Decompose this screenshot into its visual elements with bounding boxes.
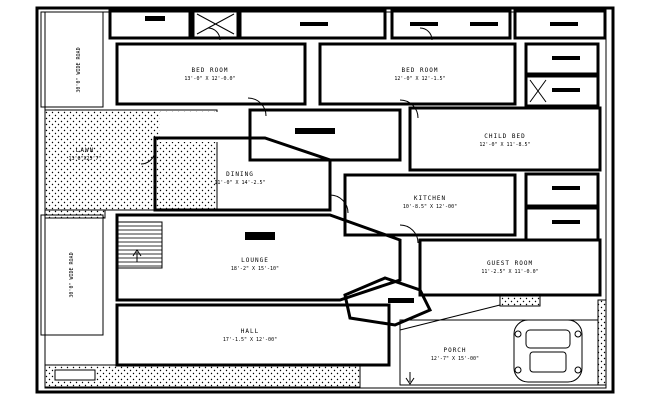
right-margin-strip (597, 299, 607, 386)
fixture-1 (145, 16, 165, 21)
room-lounge (115, 213, 402, 302)
room-child-bed-dims: 12'-0" X 11'-8.5" (479, 142, 530, 148)
room-bed-1 (115, 42, 307, 106)
top-utility-2 (191, 8, 240, 40)
road-label-top: 30'0" WIDE ROAD (76, 47, 82, 92)
room-lounge-label: LOUNGE (241, 257, 269, 264)
room-child-bed-label: CHILD BED (484, 133, 526, 140)
room-guest-dims: 11'-2.5" X 11'-0.0" (481, 269, 538, 275)
lawn-label: LAWN (76, 147, 94, 154)
room-bed-2-dims: 12'-0" X 12'-1.5" (394, 76, 445, 82)
door-swing-4 (399, 224, 419, 244)
fixture-2 (300, 22, 328, 26)
fixture-5 (550, 22, 578, 26)
door-swing-3 (329, 194, 349, 214)
porch-step (499, 295, 541, 307)
room-bed-1-label: BED ROOM (192, 67, 229, 74)
room-guest (418, 238, 602, 297)
central-bath (248, 108, 402, 162)
porch-arrow-icon (405, 372, 415, 385)
staircase (116, 221, 163, 269)
porch-dims: 12'-7" X 15'-00" (431, 356, 479, 362)
bath-1 (524, 42, 600, 76)
road-strip-top (40, 11, 104, 108)
door-swing-2 (399, 99, 419, 119)
gate-block (54, 369, 96, 381)
road-label-bottom: 30'0" WIDE ROAD (69, 252, 75, 297)
lounge-fixture (245, 232, 275, 240)
door-swing-7 (419, 27, 433, 41)
door-swing-1 (247, 97, 267, 117)
lawn-strip (44, 209, 106, 219)
room-dining-label: DINING (226, 171, 254, 178)
porch-area (399, 319, 599, 386)
room-child-bed (408, 106, 602, 172)
room-dining-dims: 11'-0" X 14'-2.5" (214, 180, 265, 186)
top-utility-1 (108, 8, 192, 40)
room-kitchen-dims: 10'-8.5" X 12'-00" (403, 204, 457, 210)
central-fixture (295, 128, 335, 134)
angled-bath (343, 276, 433, 327)
room-kitchen-label: KITCHEN (414, 195, 446, 202)
door-swing-5 (140, 149, 156, 165)
top-utility-5 (513, 8, 607, 40)
room-bed-2-label: BED ROOM (402, 67, 439, 74)
room-bed-1-dims: 13'-0" X 12'-0.0" (184, 76, 235, 82)
room-hall (115, 303, 391, 367)
lawn-dims: 13'6"X25'7" (68, 156, 101, 162)
car-icon (513, 319, 583, 383)
room-bed-2 (318, 42, 517, 106)
outer-boundary (35, 6, 615, 394)
room-hall-label: HALL (241, 328, 259, 335)
room-hall-dims: 17'-1.5" X 12'-00" (223, 337, 277, 343)
porch-label: PORCH (443, 347, 466, 354)
room-lounge-dims: 18'-2" X 15'-10" (231, 266, 279, 272)
top-utility-4 (390, 8, 512, 40)
room-kitchen (343, 173, 517, 237)
fixture-3 (410, 22, 438, 26)
room-guest-label: GUEST ROOM (487, 260, 533, 267)
door-swing-6 (207, 27, 221, 41)
bath-2 (524, 74, 600, 108)
room-dining (153, 136, 332, 212)
store-1 (524, 172, 600, 208)
fixture-4 (470, 22, 498, 26)
top-utility-3 (238, 8, 387, 40)
entry-arrow-icon (132, 249, 142, 262)
